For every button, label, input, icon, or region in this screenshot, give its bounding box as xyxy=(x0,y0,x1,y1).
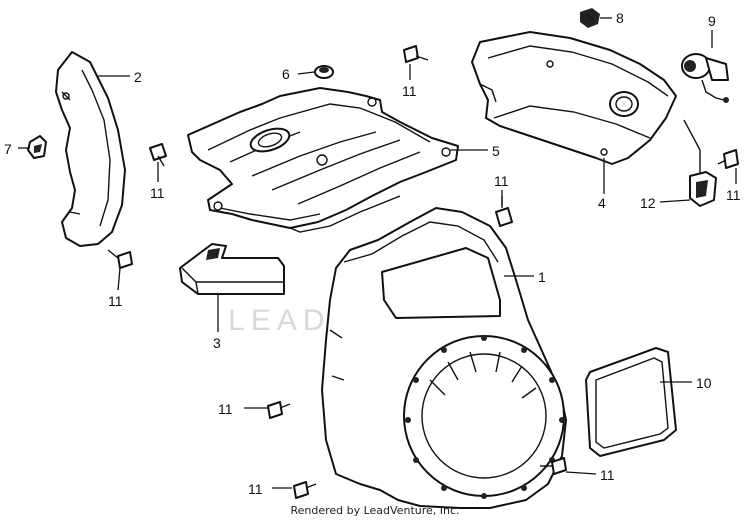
callout-3: 3 xyxy=(213,335,221,351)
part-4-upper-shroud[interactable] xyxy=(471,31,677,165)
callout-11-c: 11 xyxy=(108,293,123,309)
part-6-nut[interactable] xyxy=(314,65,334,79)
bolt-11-b[interactable] xyxy=(149,143,167,167)
part-5-top-plate[interactable] xyxy=(187,87,459,233)
bolt-11-f[interactable] xyxy=(267,401,291,419)
part-12-bracket[interactable] xyxy=(683,119,717,207)
part-7-clip[interactable] xyxy=(27,135,47,159)
callout-8: 8 xyxy=(616,10,624,26)
part-10-gasket[interactable] xyxy=(585,347,677,457)
callout-12: 12 xyxy=(640,195,656,211)
credit-text: Rendered by LeadVenture, Inc. xyxy=(290,504,460,517)
bolt-11-d[interactable] xyxy=(495,196,513,227)
bolt-11-c[interactable] xyxy=(107,249,133,269)
bolt-11-h[interactable] xyxy=(540,457,567,475)
part-3-bracket[interactable] xyxy=(179,243,285,295)
callout-7: 7 xyxy=(4,141,12,157)
part-1-blower-housing[interactable] xyxy=(321,207,567,509)
callout-11-h: 11 xyxy=(600,467,615,483)
callout-11-g: 11 xyxy=(248,481,263,497)
callout-11-d: 11 xyxy=(494,173,509,189)
bolt-11-g[interactable] xyxy=(293,481,317,499)
callout-11-b: 11 xyxy=(150,185,165,201)
callout-4: 4 xyxy=(598,195,606,211)
callouts: 2 7 5 6 4 8 9 12 3 1 10 11 11 11 11 11 1… xyxy=(4,10,741,497)
callout-9: 9 xyxy=(708,13,716,29)
callout-5: 5 xyxy=(492,143,500,159)
callout-11-e: 11 xyxy=(726,187,741,203)
part-9-switch[interactable] xyxy=(681,53,729,103)
callout-11-a: 11 xyxy=(402,83,417,99)
callout-6: 6 xyxy=(282,66,290,82)
housing-bolt-holes xyxy=(405,335,565,499)
part-2-side-plate[interactable] xyxy=(55,51,126,247)
callout-11-f: 11 xyxy=(218,401,233,417)
callout-2: 2 xyxy=(134,69,142,85)
leader-lines xyxy=(18,17,737,489)
part-8-clip[interactable] xyxy=(580,8,600,28)
callout-1: 1 xyxy=(538,269,546,285)
bolt-11-e[interactable] xyxy=(717,149,739,169)
bolt-11-a[interactable] xyxy=(403,45,429,63)
callout-10: 10 xyxy=(696,375,712,391)
